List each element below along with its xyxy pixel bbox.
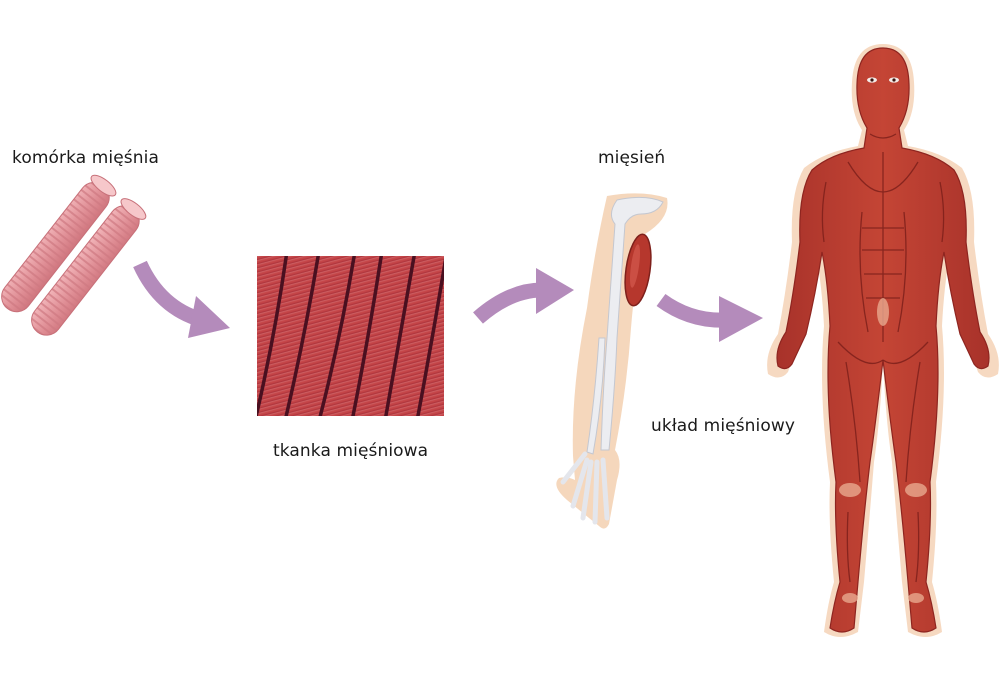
muscular-system-illustration (767, 44, 999, 637)
arm-muscle-illustration (556, 193, 668, 529)
arrow-1-icon (133, 260, 230, 338)
muscle-tissue-illustration (257, 256, 444, 416)
arrow-2-icon (473, 268, 574, 324)
arrow-3-icon (656, 293, 763, 342)
label-muscle-cell: komórka mięśnia (12, 148, 159, 168)
label-muscular-system: układ mięśniowy (651, 416, 796, 436)
muscle-cell-illustration (1, 174, 147, 336)
label-muscle: mięsień (598, 148, 666, 168)
label-muscle-tissue: tkanka mięśniowa (273, 441, 429, 461)
